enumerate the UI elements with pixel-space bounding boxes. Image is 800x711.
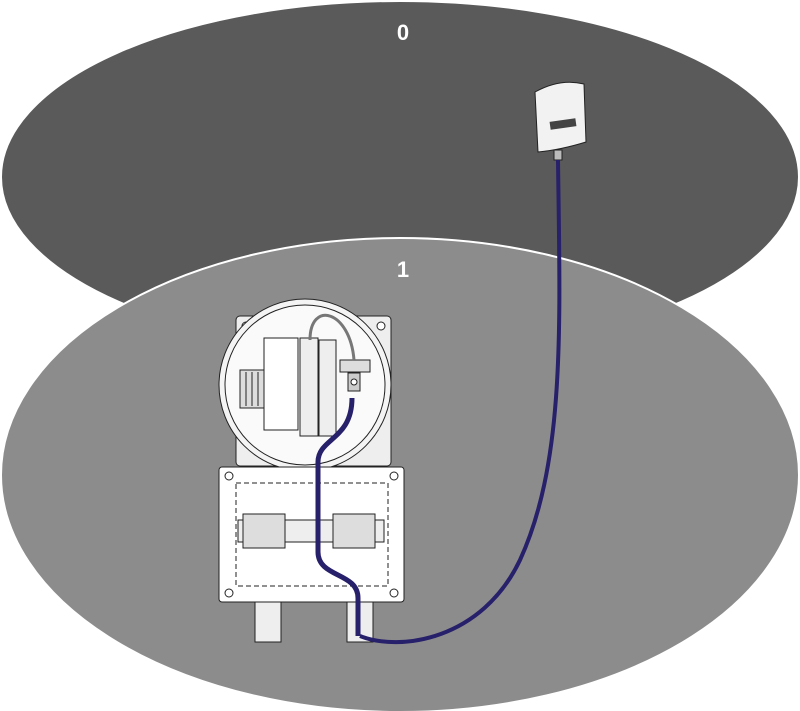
zone-1-label: 1 — [397, 257, 409, 282]
coax-jumper — [308, 313, 356, 361]
internal-cable — [315, 397, 361, 636]
antenna-cable — [359, 159, 562, 645]
antenna — [534, 81, 587, 161]
zone-0-label: 0 — [397, 20, 409, 45]
explosion-proof-enclosure — [218, 298, 405, 643]
